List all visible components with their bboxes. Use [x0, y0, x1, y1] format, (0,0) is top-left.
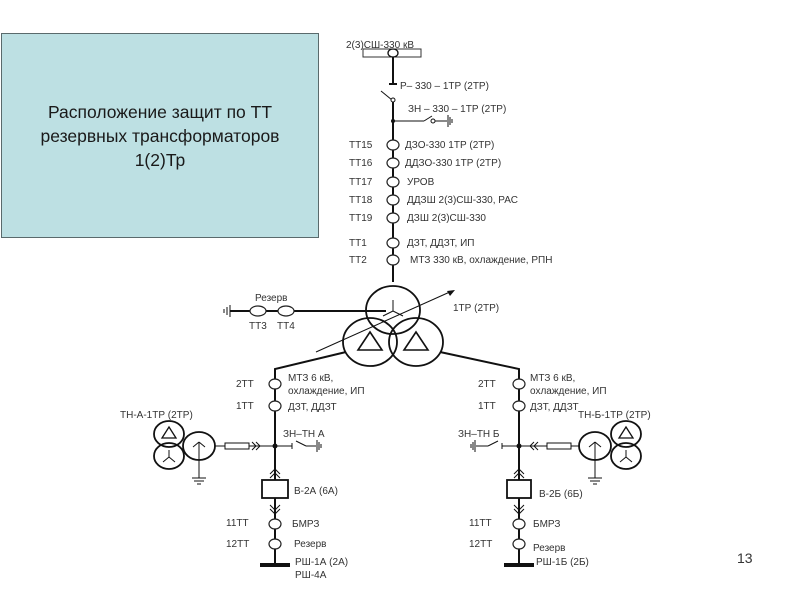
svg-text:ТТ1: ТТ1 — [349, 238, 367, 249]
neutral-reserve-label: Резерв — [255, 293, 287, 304]
branch-b-ct-1-label: 1ТТ — [478, 401, 496, 412]
busbar-330-label: 2(3)СШ-330 кВ — [346, 40, 414, 51]
hv-ct-16: ТТ16 ДДЗО-330 1ТР (2ТР) — [349, 157, 501, 169]
branch-b-vt-label: ТН-Б-1ТР (2ТР) — [578, 410, 651, 421]
svg-text:ДЗО-330 1ТР (2ТР): ДЗО-330 1ТР (2ТР) — [405, 140, 494, 151]
svg-text:ТТ15: ТТ15 — [349, 140, 373, 151]
earthing-switch-330 — [391, 115, 453, 127]
neutral-ct4-label: ТТ4 — [277, 321, 295, 332]
branch-b-line — [439, 351, 520, 446]
hv-ct-18: ТТ18 ДДЗШ 2(3)СШ-330, РАС — [349, 194, 518, 206]
hv-ct-2: ТТ2 МТЗ 330 кВ, охлаждение, РПН — [349, 254, 552, 266]
branch-a-plug-bottom — [269, 504, 281, 511]
branch-b-plug-bottom — [513, 504, 525, 511]
branch-b-earthing-label: ЗН–ТН Б — [458, 429, 500, 440]
branch-a-ct-2-function: МТЗ 6 кВ, — [288, 373, 333, 384]
svg-text:ТТ18: ТТ18 — [349, 195, 373, 206]
branch-a-ct-12-function: Резерв — [294, 539, 326, 550]
branch-a-ct-11-function: БМРЗ — [292, 519, 319, 530]
branch-a-ct-11 — [268, 518, 282, 530]
branch-a-ct-12-label: 12ТТ — [226, 539, 249, 550]
branch-a-breaker — [261, 479, 289, 499]
branch-a-ct-1-label: 1ТТ — [236, 401, 254, 412]
svg-text:ДДЗО-330 1ТР (2ТР): ДДЗО-330 1ТР (2ТР) — [405, 158, 501, 169]
branch-a-ct-2-function-2: охлаждение, ИП — [288, 386, 365, 397]
svg-text:ДЗШ 2(3)СШ-330: ДЗШ 2(3)СШ-330 — [407, 213, 486, 224]
disconnector-symbol — [380, 83, 397, 103]
svg-text:ТТ2: ТТ2 — [349, 255, 367, 266]
transformer-label: 1ТР (2ТР) — [453, 303, 499, 314]
branch-b-vt — [519, 420, 642, 485]
branch-b-bus — [504, 563, 534, 567]
branch-b-ct-11-label: 11ТТ — [469, 518, 492, 529]
branch-b-ct-2 — [512, 378, 526, 390]
svg-text:МТЗ 330 кВ, охлаждение, РПН: МТЗ 330 кВ, охлаждение, РПН — [410, 255, 552, 266]
main-transformer — [315, 285, 455, 367]
disconnector-label: Р– 330 – 1ТР (2ТР) — [400, 81, 489, 92]
branch-a-ct-1 — [268, 400, 282, 412]
branch-a-ct-1-function: ДЗТ, ДДЗТ — [288, 402, 337, 413]
branch-b-plug-top — [513, 468, 525, 475]
branch-a-ct-11-label: 11ТТ — [226, 518, 249, 529]
branch-b-ct-1 — [512, 400, 526, 412]
hv-ct-1: ТТ1 ДЗТ, ДДЗТ, ИП — [349, 237, 474, 249]
svg-text:ДДЗШ 2(3)СШ-330, РАС: ДДЗШ 2(3)СШ-330, РАС — [407, 195, 518, 206]
branch-b-earthing-switch — [470, 440, 519, 452]
branch-b-breaker — [506, 479, 532, 499]
neutral-ct3-label: ТТ3 — [249, 321, 267, 332]
hv-ct-19: ТТ19 ДЗШ 2(3)СШ-330 — [349, 212, 486, 224]
hv-ct-15: ТТ15 ДЗО-330 1ТР (2ТР) — [349, 139, 494, 151]
branch-b-bus-label: РШ-1Б (2Б) — [536, 557, 589, 568]
branch-b-ct-11-function: БМРЗ — [533, 519, 560, 530]
branch-b-ct-1-function: ДЗТ, ДДЗТ — [530, 402, 579, 413]
branch-a-ct-12 — [268, 538, 282, 550]
slide-title-box: Расположение защит по ТТ резервных транс… — [1, 33, 319, 238]
branch-a-vt — [153, 420, 275, 485]
branch-b-ct-11 — [512, 518, 526, 530]
svg-text:ТТ19: ТТ19 — [349, 213, 373, 224]
branch-a-earthing-label: ЗН–ТН А — [283, 429, 325, 440]
branch-b-ct-12-label: 12ТТ — [469, 539, 492, 550]
branch-a-vt-label: ТН-А-1ТР (2ТР) — [120, 410, 193, 421]
earthing-330-label: ЗН – 330 – 1ТР (2ТР) — [408, 104, 506, 115]
svg-text:ТТ17: ТТ17 — [349, 177, 373, 188]
slide-title: Расположение защит по ТТ резервных транс… — [40, 101, 280, 170]
branch-b-breaker-label: В-2Б (6Б) — [539, 489, 583, 500]
hv-ct-17: ТТ17 УРОВ — [349, 176, 435, 188]
branch-a-ct-2 — [268, 378, 282, 390]
svg-text:УРОВ: УРОВ — [407, 177, 435, 188]
busbar-330 — [362, 48, 422, 58]
branch-a-line — [274, 351, 347, 446]
branch-b-ct-2-function-2: охлаждение, ИП — [530, 386, 607, 397]
page-number: 13 — [737, 550, 753, 566]
branch-b-ct-2-function: МТЗ 6 кВ, — [530, 373, 575, 384]
svg-text:ТТ16: ТТ16 — [349, 158, 373, 169]
branch-a-ct-2-label: 2ТТ — [236, 379, 254, 390]
branch-b-ct-2-label: 2ТТ — [478, 379, 496, 390]
neutral-branch — [223, 305, 386, 317]
branch-a-breaker-label: В-2А (6А) — [294, 486, 338, 497]
branch-a-bus — [260, 563, 290, 567]
branch-a-bus-label: РШ-1А (2А) — [295, 557, 348, 568]
branch-a-bus-label-2: РШ-4А — [295, 570, 327, 581]
branch-b-ct-12 — [512, 538, 526, 550]
branch-b-ct-12-function: Резерв — [533, 543, 565, 554]
branch-a-earthing-switch — [275, 440, 322, 452]
branch-a-plug-top — [269, 468, 281, 475]
svg-text:ДЗТ, ДДЗТ, ИП: ДЗТ, ДДЗТ, ИП — [407, 238, 474, 249]
